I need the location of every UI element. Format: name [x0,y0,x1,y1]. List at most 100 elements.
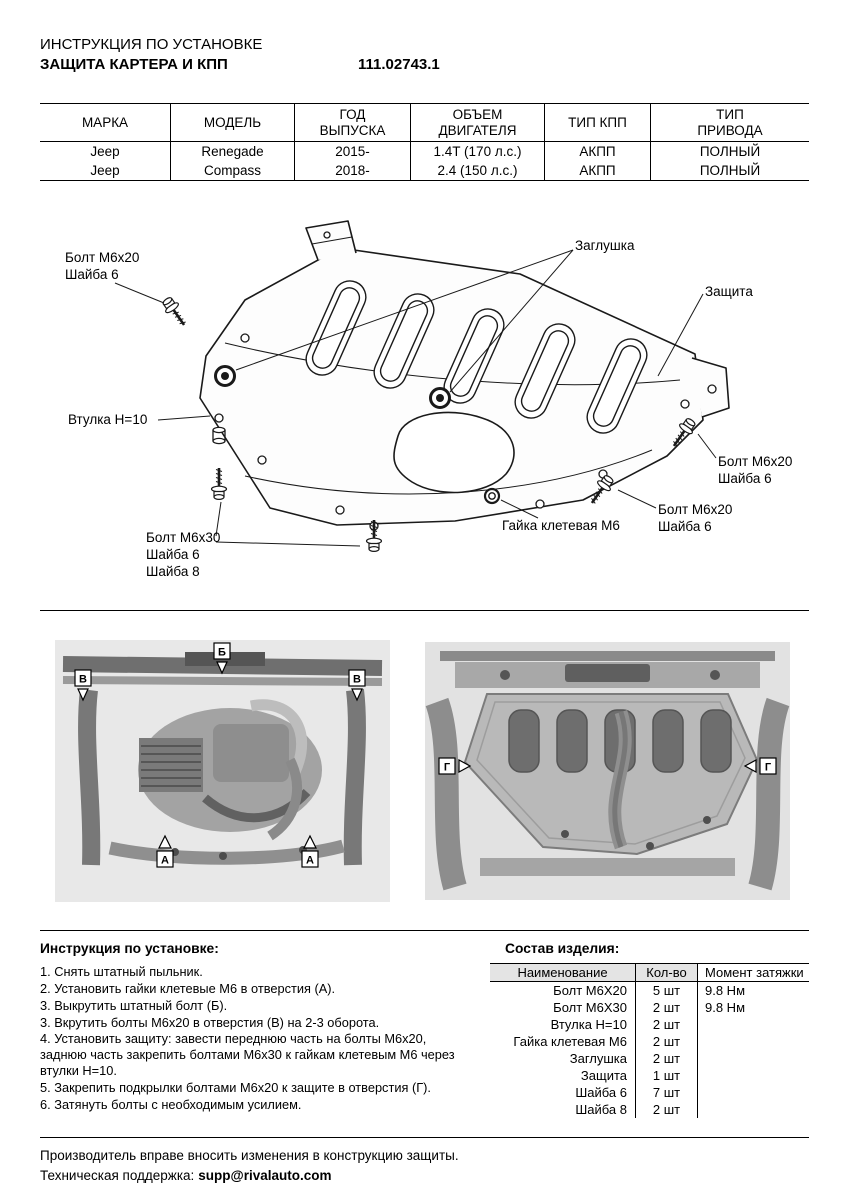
part-qty: 2 шт [636,1101,698,1118]
leader-lines [114,249,717,547]
part-name: Шайба 6 [490,1084,636,1101]
svg-text:В: В [79,674,87,686]
part-name: Болт М6Х30 [490,999,636,1016]
support-line: Техническая поддержка:supp@rivalauto.com [40,1168,331,1183]
plate-slots [305,280,648,434]
plug-icon [214,365,236,387]
spec-cell: ПОЛНЫЙ [699,144,761,159]
spec-cell: АКПП [545,161,651,180]
marker-b: Б [213,642,231,675]
spec-header-year: ГОД ВЫПУСКА [295,104,411,142]
part-torque [698,1016,809,1033]
part-torque [698,1084,809,1101]
plug-icon [429,387,451,409]
instruction-step: 4. Установить защиту: завести переднюю ч… [40,1031,455,1079]
part-number: 111.02743.1 [358,56,440,73]
part-name: Втулка Н=10 [490,1016,636,1033]
label-bolt-m6x20-right-lower: Болт М6х20 Шайба 6 [658,502,733,534]
support-email: supp@rivalauto.com [198,1168,332,1183]
divider [40,1137,809,1138]
spec-cell: ПОЛНЫЙ [699,163,761,178]
marker-v-right: В [348,669,366,702]
spec-cell: Renegade [171,142,295,161]
svg-text:А: А [161,855,169,867]
part-torque [698,1067,809,1084]
label-plug: Заглушка [575,238,635,253]
label-bolt-m6x30: Болт М6х30 Шайба 6 Шайба 8 [146,530,221,579]
undercarriage-photo: Б В В А А [55,640,390,902]
svg-text:Г: Г [444,762,451,774]
spec-cell: 2015- [295,142,411,161]
bolt-icon [210,466,228,501]
part-name: Болт М6Х20 [490,982,636,999]
skid-plate-drawing [114,220,730,553]
part-qty: 1 шт [636,1067,698,1084]
parts-title: Состав изделия: [505,941,620,956]
instructions-title: Инструкция по установке: [40,941,219,956]
instruction-step: 3. Вкрутить болты М6х20 в отверстия (В) … [40,1014,380,1030]
parts-header-name: Наименование [490,963,636,982]
part-qty: 2 шт [636,999,698,1016]
part-name: Шайба 8 [490,1101,636,1118]
part-torque [698,1033,809,1050]
spec-header-engine: ОБЪЕМ ДВИГАТЕЛЯ [411,104,545,142]
parts-header-torque: Момент затяжки [698,963,809,982]
part-name: Гайка клетевая М6 [490,1033,636,1050]
installed-guard-photo: Г Г [425,642,790,900]
spec-cell: Jeep [40,161,171,180]
part-torque: 9.8 Нм [705,1000,746,1015]
label-bolt-m6x20-right-upper: Болт М6х20 Шайба 6 [718,454,793,486]
part-torque: 9.8 Нм [705,983,746,998]
part-torque [698,1050,809,1067]
instruction-step: 6. Затянуть болты с необходимым усилием. [40,1096,302,1112]
spec-header-gearbox: ТИП КПП [545,104,651,142]
part-qty: 5 шт [636,982,698,999]
marker-g-right: Г [743,757,777,775]
svg-text:В: В [353,674,361,686]
parts-table: Наименование Кол-во Момент затяжки Болт … [490,963,809,1118]
svg-text:А: А [306,855,314,867]
vehicle-spec-table: МАРКА МОДЕЛЬ ГОД ВЫПУСКА ОБЪЕМ ДВИГАТЕЛЯ… [40,103,809,181]
spec-cell: Compass [171,161,295,180]
part-name: Заглушка [490,1050,636,1067]
part-torque [698,1101,809,1118]
document-title-line2: ЗАЩИТА КАРТЕРА И КПП [40,56,228,73]
marker-v-left: В [74,669,92,702]
instruction-step: 2. Установить гайки клетевые М6 в отверс… [40,980,336,996]
spec-header-drive: ТИП ПРИВОДА [651,104,809,142]
engine-cutout [393,411,515,494]
marker-g-left: Г [438,757,472,775]
marker-a-left: А [156,834,174,868]
part-qty: 2 шт [636,1016,698,1033]
document-title-line1: ИНСТРУКЦИЯ ПО УСТАНОВКЕ [40,36,263,53]
spec-cell: 1.4T (170 л.с.) [411,142,545,161]
instruction-step: 5. Закрепить подкрылки болтами М6х20 к з… [40,1080,431,1096]
part-qty: 7 шт [636,1084,698,1101]
instruction-step: 3. Выкрутить штатный болт (Б). [40,997,228,1013]
manufacturer-note: Производитель вправе вносить изменения в… [40,1148,459,1163]
divider [40,610,809,611]
label-bolt-m6x20-left: Болт М6х20 Шайба 6 [65,250,140,282]
spec-cell: 2018- [295,161,411,180]
part-qty: 2 шт [636,1050,698,1067]
part-qty: 2 шт [636,1033,698,1050]
label-guard: Защита [705,284,753,299]
parts-header-qty: Кол-во [636,963,698,982]
spec-cell: Jeep [40,142,171,161]
label-rivet-nut: Гайка клетевая М6 [502,518,620,533]
bolt-icon [158,293,192,331]
rivet-nut-icon [483,487,501,505]
spec-header-brand: МАРКА [40,104,171,142]
spec-cell: АКПП [545,142,651,161]
svg-text:Г: Г [765,762,772,774]
svg-text:Б: Б [218,647,226,659]
divider [40,930,809,931]
marker-a-right: А [301,834,319,868]
part-name: Защита [490,1067,636,1084]
instruction-step: 1. Снять штатный пыльник. [40,964,203,979]
label-bushing: Втулка Н=10 [68,412,148,427]
exploded-diagram: Болт М6х20 Шайба 6 Заглушка Защита Втулк… [40,208,809,610]
spec-cell: 2.4 (150 л.с.) [411,161,545,180]
support-label: Техническая поддержка: [40,1168,195,1183]
